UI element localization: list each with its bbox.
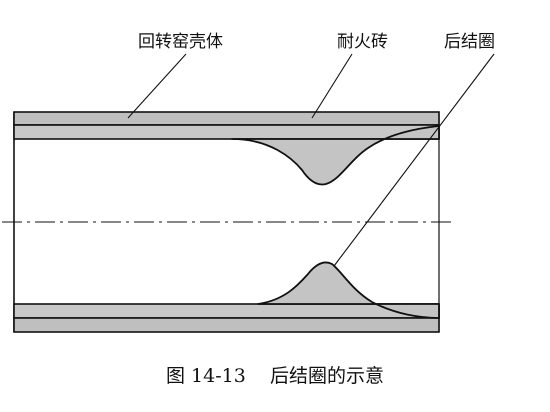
leader-line-kiln-shell [127, 53, 187, 119]
figure-caption: 图 14-13 后结圈的示意 [166, 365, 384, 387]
refractory-lining-bottom [13, 303, 440, 319]
label-refractory-brick: 耐火砖 [337, 32, 388, 52]
leader-line-refractory-brick [311, 53, 353, 119]
refractory-lining-top [13, 124, 440, 140]
kiln-shell-bottom [13, 317, 440, 333]
label-rear-ring: 后结圈 [444, 32, 495, 52]
kiln-shell-top [13, 111, 440, 126]
leader-line-rear-ring [333, 53, 495, 267]
rear-ring-top [231, 125, 440, 186]
label-kiln-shell: 回转窑壳体 [138, 32, 223, 52]
